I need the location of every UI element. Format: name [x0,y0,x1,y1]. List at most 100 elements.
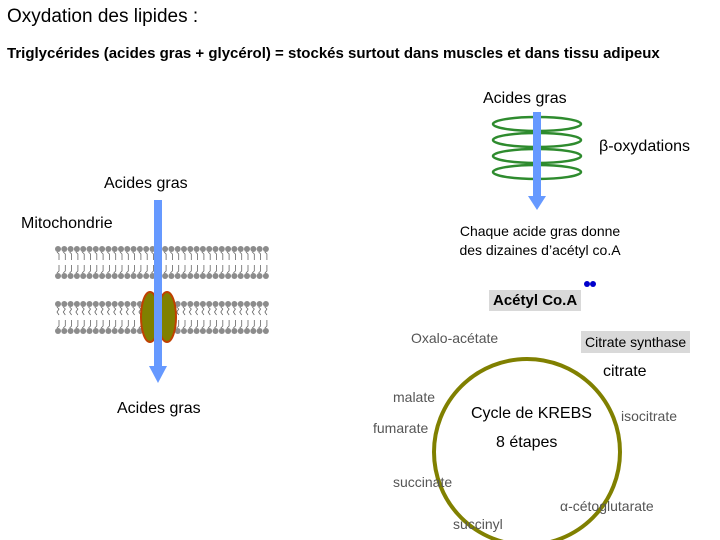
lipid-head [250,273,257,279]
lipid-tail [63,320,66,329]
lipid-head [168,246,175,252]
lipid-tail [182,265,186,274]
lipid-tail [69,251,72,260]
lipid-tail [88,320,91,329]
lipid-tail [94,320,98,329]
lipid-head [80,246,87,252]
lipid-head [199,273,206,279]
lipid-head [92,328,99,334]
lipid-head [124,301,131,307]
lipid-head [206,301,213,307]
krebs-cycle-circle [432,357,622,540]
lipid-tail [252,265,255,274]
lipid-tail [119,265,123,274]
lipid-head [118,273,124,279]
lipid-tail [220,251,224,260]
lipid-head [130,301,137,307]
lipid-tail [163,265,167,274]
lipid-tail [88,251,91,260]
lipid-head [206,273,213,279]
lipid-tail [176,306,180,316]
lipid-head [206,246,213,252]
lipid-head [237,246,244,252]
lipid-tail [56,320,60,329]
lipid-head [99,273,106,279]
oxaloacetate-label: Oxalo-acétate [411,330,499,346]
lipid-tail [119,251,123,260]
lipid-tail [81,265,85,274]
lipid-head [237,301,244,307]
lipid-tail [63,265,66,274]
lipid-tail [75,251,79,260]
lipid-tail [239,251,243,260]
lipid-head [250,328,257,334]
fumarate-label: fumarate [373,420,429,436]
lipid-tail [207,265,211,274]
krebs-cycle-label: Cycle de KREBS [471,405,592,422]
lipid-head [61,301,68,307]
lipid-tail [100,306,104,316]
lipid-tail [233,251,236,260]
lipid-head [244,301,250,307]
lipid-head [61,328,68,334]
lipid-head [181,328,187,334]
isocitrate-label: isocitrate [621,408,678,424]
lipid-tail [245,320,249,329]
lipid-tail [195,265,198,274]
lipid-tail [245,265,249,274]
lipid-tail [214,306,218,316]
lipid-head [212,273,219,279]
lipid-tail [75,320,79,329]
lipid-head [256,246,263,252]
lipid-head [218,301,225,307]
lipid-tail [182,306,186,316]
lipid-tail [69,306,73,316]
lipid-head [231,246,238,252]
lipid-head [218,246,225,252]
lipid-tail [201,265,205,274]
lipid-tail [100,320,104,329]
lipid-head [136,246,143,252]
lipid-tail [56,251,60,260]
lipid-head [212,328,219,334]
lipid-head [55,301,61,307]
lipid-head [111,328,118,334]
lipid-tail [245,251,249,260]
lipid-head [67,246,74,252]
lipid-head [262,273,269,279]
lipid-tail [69,265,72,274]
fatty-acids-label-bottom: Acides gras [117,400,201,417]
lipid-head [218,328,225,334]
lipid-head [118,246,124,252]
lipid-tail [56,306,60,316]
lipid-head [225,301,232,307]
lipid-head [250,246,257,252]
lipid-head [61,273,68,279]
lipid-tail [264,265,268,274]
lipid-head [187,301,194,307]
lipid-head [168,273,175,279]
lipid-tail [226,265,230,274]
lipid-head [187,246,194,252]
lipid-tail [195,320,198,329]
lipid-tail [144,251,148,260]
lipid-head [218,273,225,279]
lipid-tail [81,306,85,316]
lipid-tail [239,265,243,274]
lipid-tail [182,251,186,260]
lipid-tail [226,306,230,316]
lipid-head [55,328,61,334]
lipid-tail [176,265,180,274]
lipid-tail [138,251,142,260]
lipid-head [162,246,169,252]
malate-label: malate [393,389,436,405]
lipid-tail [107,251,110,260]
lipid-tail [226,251,230,260]
lipid-tail [94,306,98,316]
lipid-head [67,328,74,334]
lipid-tail [264,306,268,316]
lipid-head [244,246,250,252]
lipid-tail [207,251,211,260]
lipid-tail [151,251,154,260]
lipid-head [187,328,194,334]
